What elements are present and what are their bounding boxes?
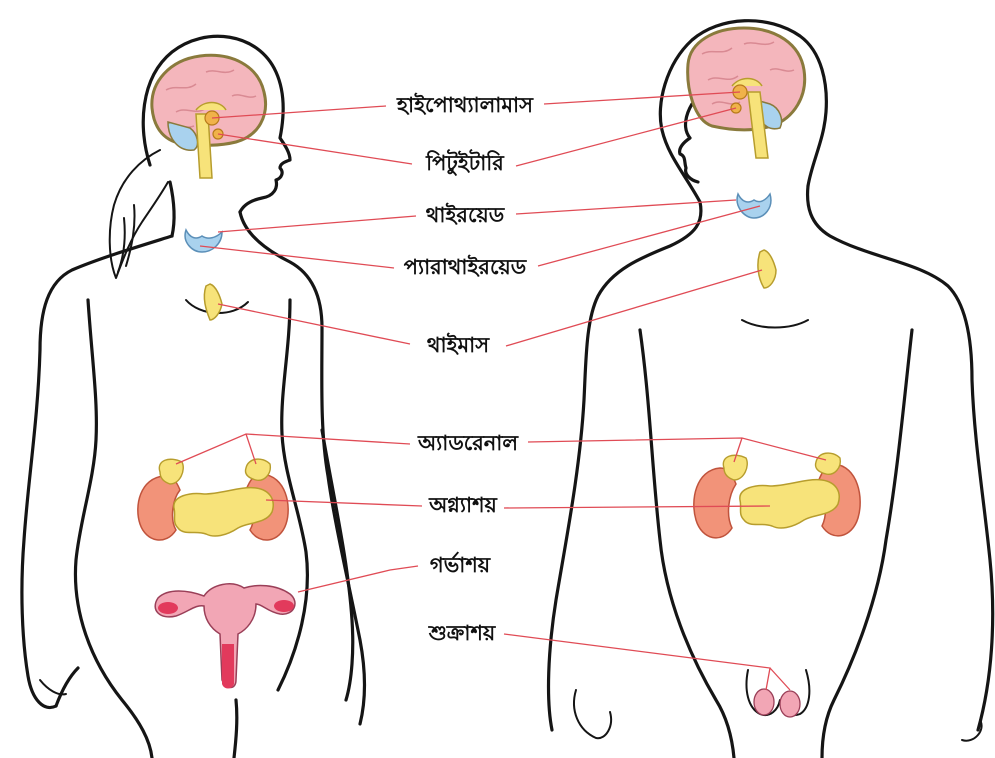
female-ponytail: [110, 150, 168, 278]
label-parathyroid: প্যারাথাইরয়েড: [404, 254, 528, 279]
label-adrenal: অ্যাডরেনাল: [417, 431, 519, 455]
male-adrenal-right: [815, 453, 840, 474]
male-thyroid-gland: [737, 194, 771, 218]
female-thyroid-gland: [185, 230, 222, 252]
female-torso-left: [75, 300, 152, 758]
female-uterus: [155, 584, 295, 689]
female-brain: [152, 55, 266, 178]
label-thymus: থাইমাস: [427, 332, 490, 357]
label-pancreas: অগ্ন্যাশয়: [428, 493, 498, 517]
label-thyroid: থাইরয়েড: [426, 202, 506, 227]
label-uterus: গর্ভাশয়: [430, 551, 492, 577]
female-left-arm-outline: [22, 236, 172, 708]
male-brain: [688, 28, 805, 158]
female-thymus-gland: [204, 284, 222, 320]
labels: হাইপোথ্যালামাস পিটুইটারি থাইরয়েড প্যারা…: [396, 92, 534, 645]
male-left-side-outline: [549, 202, 701, 730]
male-figure: [549, 21, 993, 758]
male-thymus-gland: [758, 250, 776, 288]
label-pituitary: পিটুইটারি: [425, 149, 505, 176]
label-hypothalamus: হাইপোথ্যালামাস: [396, 92, 534, 117]
male-torso-left: [640, 330, 734, 758]
label-testes: শুক্রাশয়: [428, 621, 497, 645]
male-torso-right: [822, 330, 912, 758]
female-adrenal-right: [245, 459, 270, 480]
